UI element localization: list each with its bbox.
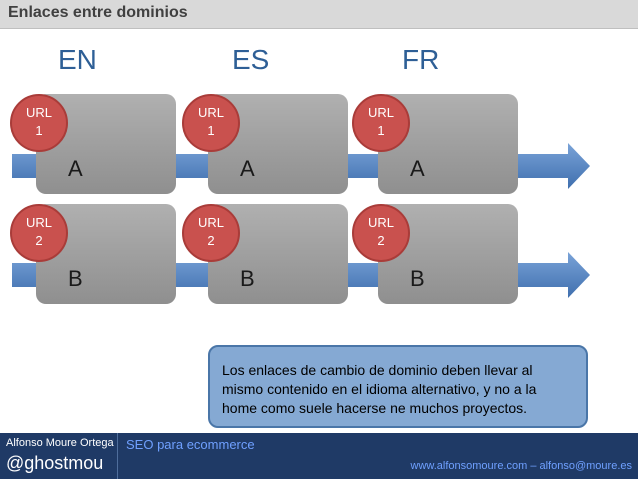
footer-handle: @ghostmou — [6, 453, 104, 473]
footer: Alfonso Moure Ortega @ghostmou SEO para … — [0, 433, 638, 479]
url-number: 2 — [35, 233, 43, 248]
note-callout: Los enlaces de cambio de dominio deben l… — [208, 345, 588, 428]
box-label: B — [68, 266, 83, 291]
box-label: A — [410, 156, 425, 181]
title-bar: Enlaces entre dominios — [0, 0, 638, 29]
footer-site: www.alfonsomoure.com – alfonso@moure.es — [410, 460, 633, 472]
box-label: A — [240, 156, 255, 181]
url-circle-es-2: URL 2 — [182, 204, 240, 262]
url-label: URL — [197, 215, 224, 230]
language-en: EN — [58, 44, 97, 75]
url-number: 2 — [207, 233, 215, 248]
box-label: B — [240, 266, 255, 291]
url-label: URL — [25, 215, 52, 230]
url-number: 2 — [377, 233, 385, 248]
url-label: URL — [25, 105, 52, 120]
url-number: 1 — [207, 123, 215, 138]
url-number: 1 — [377, 123, 385, 138]
url-circle-fr-1: URL 1 — [352, 94, 410, 152]
url-number: 1 — [35, 123, 43, 138]
url-label: URL — [367, 105, 394, 120]
footer-author: Alfonso Moure Ortega — [6, 437, 114, 449]
box-label: A — [68, 156, 83, 181]
url-label: URL — [197, 105, 224, 120]
footer-course: SEO para ecommerce — [126, 437, 255, 452]
box-es-a: A — [208, 94, 348, 194]
language-es: ES — [232, 44, 270, 75]
url-circle-en-2: URL 2 — [10, 204, 68, 262]
page-title: Enlaces entre dominios — [8, 4, 188, 21]
url-circle-en-1: URL 1 — [10, 94, 68, 152]
url-label: URL — [367, 215, 394, 230]
url-circle-es-1: URL 1 — [182, 94, 240, 152]
note-text: Los enlaces de cambio de dominio deben l… — [222, 362, 537, 416]
box-label: B — [410, 266, 425, 291]
url-circle-fr-2: URL 2 — [352, 204, 410, 262]
language-fr: FR — [402, 44, 440, 75]
footer-divider — [117, 433, 118, 479]
